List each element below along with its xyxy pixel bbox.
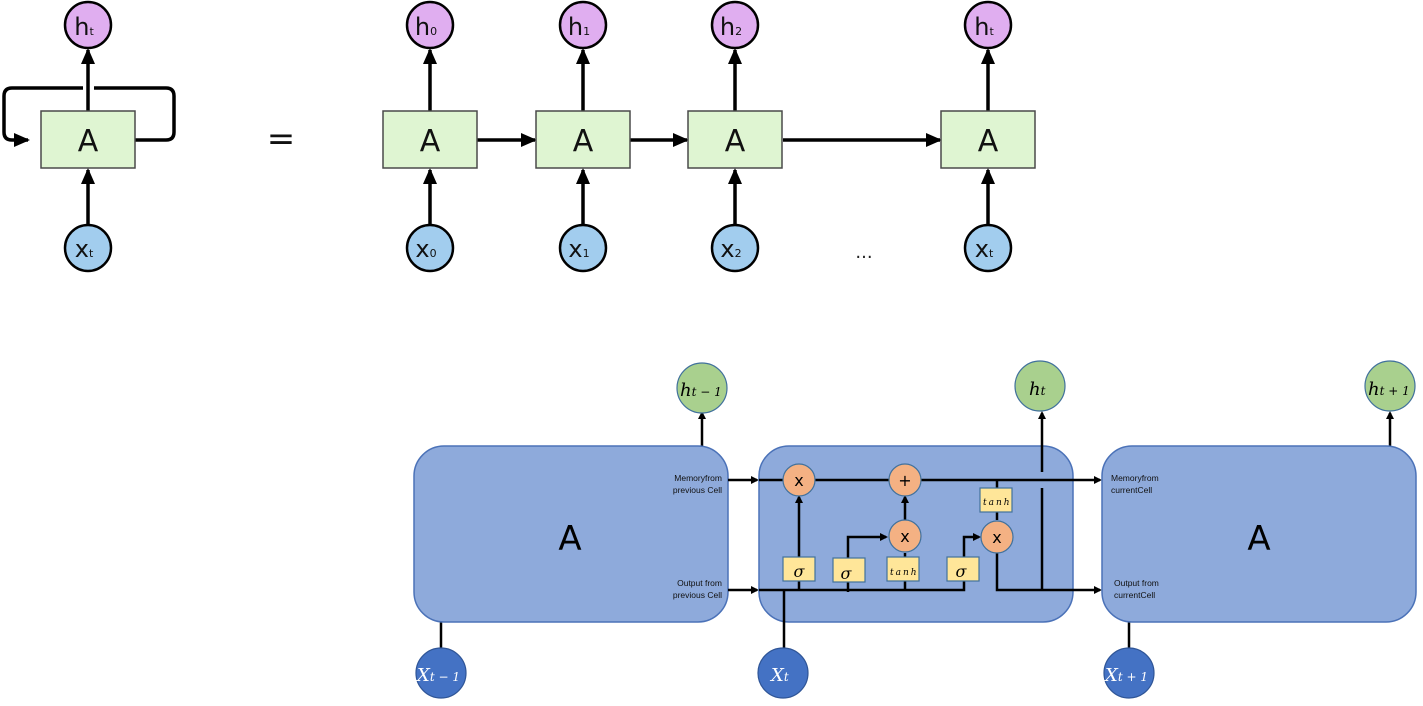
rnn-cell: [687, 110, 783, 169]
unrolled-rnn: A h0 x0 A h1 x1 A h2 x2: [382, 0, 1036, 273]
output-multiply-op: [980, 520, 1014, 554]
equals-sign: =: [267, 119, 296, 159]
rolled-rnn: A ht xt: [2, 0, 176, 273]
h-next-label: ht + 1: [1368, 379, 1410, 400]
input-node: [710, 223, 760, 273]
input-node: [63, 223, 113, 273]
input-node: [963, 223, 1013, 273]
multiply-icon: x: [794, 471, 803, 490]
h-prev-label: ht − 1: [680, 380, 722, 401]
output-node: [558, 0, 608, 50]
output-node: [963, 0, 1013, 50]
input-node: [405, 223, 455, 273]
lstm-next-cell: A Memoryfrom currentCell Output from cur…: [1101, 360, 1417, 699]
output-node-label: ht: [74, 13, 94, 41]
ellipsis: ...: [855, 242, 872, 263]
memory-label: Memoryfrom: [1111, 473, 1159, 483]
rnn-step: A h2 x2: [687, 0, 783, 273]
h-prev-node: [676, 362, 728, 414]
rnn-cell: [940, 110, 1036, 169]
plus-icon: +: [898, 471, 911, 490]
h-current-node: [1014, 360, 1066, 412]
add-op: [888, 463, 922, 497]
recurrent-loop-arrow: [2, 86, 83, 147]
x-prev-node: [415, 647, 467, 699]
h-current-label: ht: [1029, 379, 1046, 400]
input-node-label: x1: [568, 235, 589, 263]
input-node: [558, 223, 608, 273]
prev-cell-box: [413, 445, 729, 623]
output-gate: [946, 556, 980, 582]
output-gate-label: σ: [956, 562, 968, 581]
multiply-icon: x: [900, 527, 909, 546]
output-label: currentCell: [1114, 590, 1155, 600]
output-label: previous Cell: [673, 590, 722, 600]
lstm-current-cell: σ σ tanh σ tanh x + x x ht Xt: [757, 360, 1102, 699]
forget-multiply-op: [782, 463, 816, 497]
output-node: [63, 0, 113, 50]
x-prev-label: Xt − 1: [415, 665, 460, 686]
forget-gate: [782, 556, 816, 582]
output-node: [710, 0, 760, 50]
input-multiply-op: [888, 519, 922, 553]
prev-cell-label: A: [558, 519, 581, 559]
rnn-cell-label: A: [420, 124, 441, 159]
rnn-cell: [40, 110, 136, 169]
recurrent-loop-line: [94, 86, 176, 142]
lstm-diagram: A Memoryfrom previous Cell Output from p…: [413, 360, 1417, 699]
rnn-cell-label: A: [725, 124, 746, 159]
h-next-node: [1364, 360, 1416, 412]
candidate-gate-label: tanh: [890, 568, 919, 578]
rnn-step: A ht xt: [940, 0, 1036, 273]
output-node-label: h0: [415, 13, 437, 41]
next-cell-box: [1101, 445, 1417, 623]
rnn-step: A h0 x0: [382, 0, 478, 273]
cell-tanh-label: tanh: [983, 498, 1012, 508]
cell-tanh-gate: [979, 487, 1013, 513]
rnn-cell-label: A: [573, 124, 594, 159]
rnn-cell-label: A: [78, 124, 99, 159]
forget-gate-label: σ: [794, 562, 806, 581]
x-current-label: Xt: [769, 665, 789, 686]
output-label: Output from: [1114, 578, 1159, 588]
x-next-label: Xt + 1: [1103, 665, 1148, 686]
output-node: [405, 0, 455, 50]
input-node-label: x0: [415, 235, 436, 263]
output-node-label: h1: [568, 13, 590, 41]
lstm-prev-cell: A Memoryfrom previous Cell Output from p…: [413, 362, 729, 699]
input-node-label: xt: [975, 235, 994, 263]
memory-label: previous Cell: [673, 485, 722, 495]
next-cell-label: A: [1247, 519, 1270, 559]
x-next-node: [1103, 647, 1155, 699]
output-gate-path: [962, 533, 981, 565]
candidate-gate: [886, 556, 920, 582]
rnn-cell-label: A: [978, 124, 999, 159]
output-label: Output from: [677, 578, 722, 588]
input-gate-label: σ: [841, 564, 853, 583]
memory-label: currentCell: [1111, 485, 1152, 495]
rnn-cell: [535, 110, 631, 169]
hidden-out-path: [995, 553, 1102, 594]
multiply-icon: x: [992, 528, 1001, 547]
rnn-step: A h1 x1: [535, 0, 631, 273]
output-node-label: h2: [720, 13, 742, 41]
input-node-label: x2: [720, 235, 741, 263]
input-gate: [832, 557, 866, 583]
x-current-node: [757, 647, 809, 699]
memory-label: Memoryfrom: [674, 473, 722, 483]
input-node-label: xt: [75, 235, 94, 263]
output-node-label: ht: [974, 13, 994, 41]
rnn-cell: [382, 110, 478, 169]
